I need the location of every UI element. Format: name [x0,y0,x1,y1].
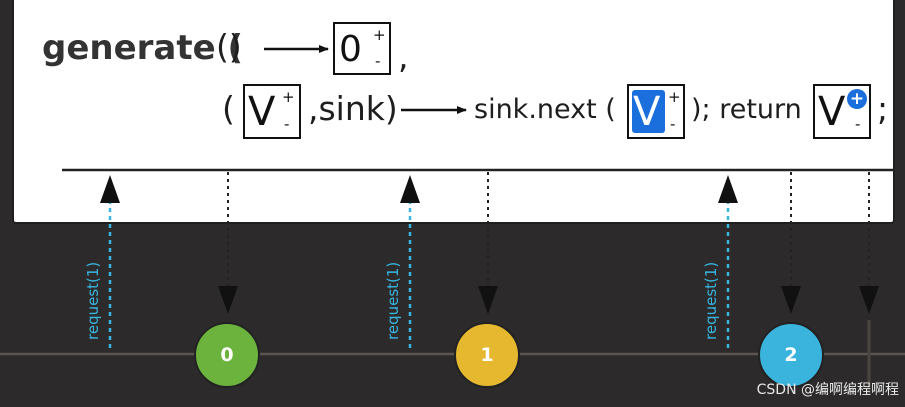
state-variable: V [818,89,846,135]
state-box: V + - [243,84,301,139]
increment-plus-badge: + [847,89,867,109]
lambda-open-paren: ( [222,89,235,128]
supplier-parens: () [216,27,242,66]
formula-panel [12,0,895,224]
request-arrow-3 [718,175,738,348]
request-label-2: request(1) [384,261,402,340]
emitted-value-node-1: 1 [454,322,520,388]
highlight-fill [632,90,665,133]
plus-sign: + [282,88,295,106]
watermark: CSDN @编啊编程啊程 [756,382,899,398]
plus-sign: + [668,88,681,106]
state-variable: V [633,89,661,135]
sink-param: ,sink) [308,89,398,128]
request-label-1: request(1) [84,261,102,340]
emitted-value-node-0: 0 [194,322,260,388]
minus-sign: - [284,115,290,133]
request-arrow-1 [100,175,120,348]
sink-next-call: sink.next ( [474,94,616,125]
emit-arrow-1 [478,172,498,314]
initial-state-box: 0 + - [333,22,391,75]
minus-sign: - [375,52,381,70]
comma: , [398,37,409,76]
initial-state-value: 0 [339,29,362,70]
return-text: ); return [691,94,802,125]
semicolon: ; [877,89,889,128]
request-label-3: request(1) [702,261,720,340]
minus-sign: - [670,115,676,133]
emit-arrow-0 [218,172,238,314]
minus-sign: - [855,115,861,133]
emit-arrow-complete [859,172,879,395]
state-variable: V [248,89,276,135]
emitted-state-box: V + - [627,84,685,139]
next-state-box: V + - [813,84,871,139]
plus-sign: + [373,26,386,44]
generate-keyword: generate ( [42,28,244,68]
request-arrow-2 [400,175,420,348]
emit-arrow-2 [781,172,801,314]
emitted-value-node-2: 2 [758,322,824,388]
